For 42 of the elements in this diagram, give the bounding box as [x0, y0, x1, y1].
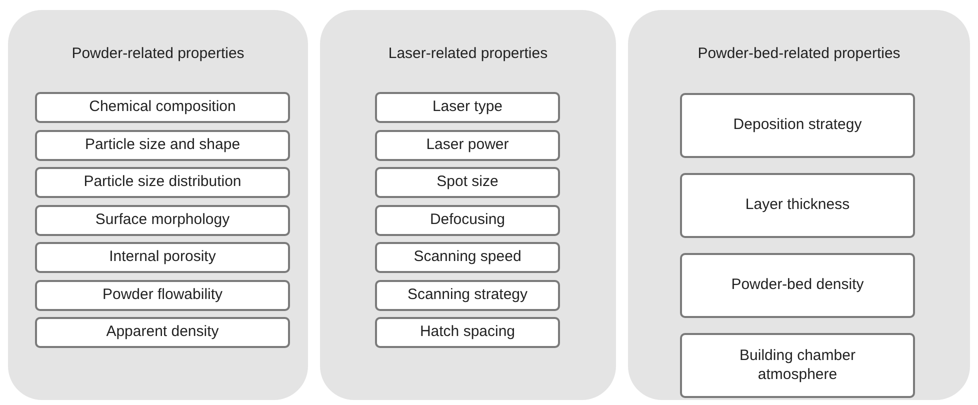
property-box	[375, 167, 560, 198]
property-box	[35, 92, 290, 123]
category-panel	[320, 10, 616, 400]
property-box	[35, 130, 290, 160]
property-label: Building chamber atmosphere	[738, 346, 856, 384]
property-box	[35, 167, 290, 198]
property-label: Laser type	[432, 98, 503, 117]
property-label: Powder-bed density	[731, 276, 864, 295]
category-panel	[628, 10, 970, 400]
property-box	[680, 333, 915, 398]
property-label: Powder flowability	[102, 286, 223, 304]
property-label: Defocusing	[430, 210, 506, 230]
property-label: Laser power	[426, 136, 509, 154]
property-label: Deposition strategy	[733, 116, 862, 135]
property-box	[35, 280, 290, 310]
property-label: Apparent density	[106, 323, 219, 342]
property-label: Spot size	[436, 173, 498, 192]
property-box	[375, 317, 560, 348]
property-box	[35, 317, 290, 348]
panel-heading: Powder-related properties	[70, 45, 246, 62]
panel-heading: Powder-bed-related properties	[696, 45, 902, 62]
property-box	[35, 242, 290, 273]
property-label: Layer thickness	[745, 196, 850, 215]
panel-heading: Laser-related properties	[387, 45, 549, 62]
property-label: Surface morphology	[95, 210, 230, 230]
property-box	[680, 253, 915, 318]
property-box	[375, 130, 560, 160]
property-box	[375, 204, 560, 236]
property-label: Particle size distribution	[84, 173, 242, 192]
property-box	[375, 242, 560, 273]
property-label: Particle size and shape	[84, 136, 240, 154]
property-label: Chemical composition	[89, 98, 236, 117]
property-box	[680, 173, 915, 238]
property-label: Scanning strategy	[407, 286, 528, 304]
property-box	[35, 204, 290, 236]
category-panel	[8, 10, 308, 400]
property-label: Internal porosity	[109, 248, 216, 267]
property-box	[375, 92, 560, 123]
property-label: Scanning speed	[414, 248, 522, 267]
property-box	[375, 280, 560, 310]
property-label: Hatch spacing	[420, 323, 516, 342]
property-box	[680, 93, 915, 158]
